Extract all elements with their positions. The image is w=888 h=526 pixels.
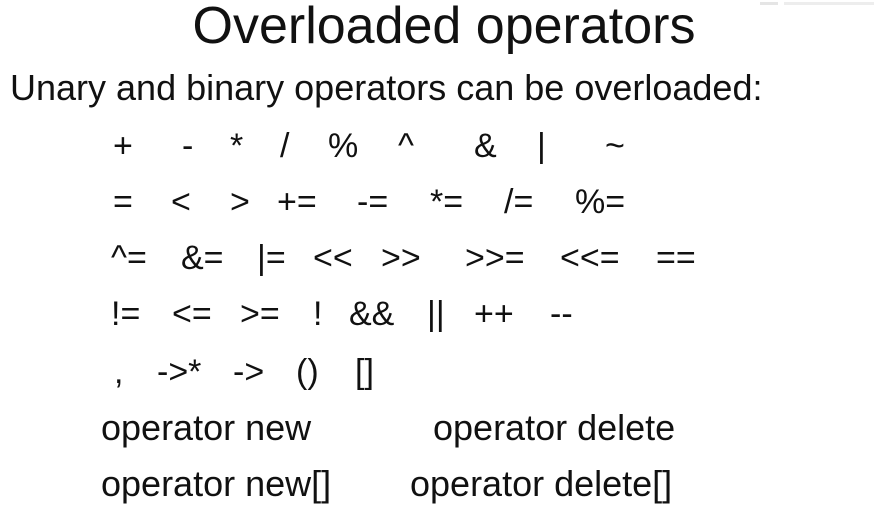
operator-row-2: = < > += -= *= /= %= bbox=[0, 182, 888, 224]
operator-token: ^ bbox=[398, 127, 414, 165]
operator-token: |= bbox=[257, 239, 286, 277]
operator-token: < bbox=[171, 183, 191, 221]
operator-token: = bbox=[113, 183, 133, 221]
operator-token: ->* bbox=[157, 353, 202, 391]
operator-token: , bbox=[114, 353, 124, 391]
operator-token: | bbox=[537, 127, 546, 165]
operator-token: == bbox=[656, 239, 696, 277]
operator-token: /= bbox=[504, 183, 534, 221]
operator-token: %= bbox=[575, 183, 626, 221]
operator-delete-array: operator delete[] bbox=[410, 463, 673, 504]
operator-token: && bbox=[349, 295, 395, 333]
operator-token: [] bbox=[355, 353, 374, 391]
operator-token: -> bbox=[233, 353, 265, 391]
operator-token: > bbox=[230, 183, 250, 221]
operator-token: >>= bbox=[465, 239, 525, 277]
operator-token: >> bbox=[381, 239, 421, 277]
watermark-logo bbox=[760, 2, 874, 5]
operator-token: -= bbox=[357, 183, 389, 221]
operator-token: ^= bbox=[111, 239, 147, 277]
operator-token: / bbox=[280, 127, 290, 165]
operator-token: % bbox=[328, 127, 359, 165]
operator-token: <= bbox=[172, 295, 212, 333]
operator-token: ++ bbox=[474, 295, 514, 333]
operator-token: != bbox=[111, 295, 141, 333]
operator-row-5: , ->* -> () [] bbox=[0, 352, 888, 394]
operator-token: -- bbox=[550, 295, 573, 333]
operator-new-array: operator new[] bbox=[101, 463, 332, 504]
operator-token: & bbox=[474, 127, 497, 165]
operator-token: >= bbox=[240, 295, 280, 333]
slide-title: Overloaded operators bbox=[192, 0, 696, 55]
operator-token: ! bbox=[313, 295, 323, 333]
operator-token: - bbox=[182, 127, 194, 165]
operator-row-3: ^= &= |= << >> >>= <<= == bbox=[0, 238, 888, 280]
operator-token: <<= bbox=[560, 239, 620, 277]
operator-token: << bbox=[313, 239, 353, 277]
operator-token: &= bbox=[181, 239, 224, 277]
operator-token: + bbox=[113, 127, 133, 165]
operator-delete: operator delete bbox=[433, 407, 676, 448]
operator-token: ~ bbox=[605, 127, 625, 165]
operator-new: operator new bbox=[101, 407, 312, 448]
operator-token: += bbox=[277, 183, 317, 221]
operator-token: *= bbox=[430, 183, 464, 221]
operator-row-1: + - * / % ^ & | ~ bbox=[0, 126, 888, 168]
operator-row-4: != <= >= ! && || ++ -- bbox=[0, 294, 888, 336]
operator-token: || bbox=[427, 295, 445, 333]
operator-token: () bbox=[296, 353, 319, 391]
operator-token: * bbox=[230, 127, 244, 165]
slide-subtitle: Unary and binary operators can be overlo… bbox=[10, 67, 763, 108]
